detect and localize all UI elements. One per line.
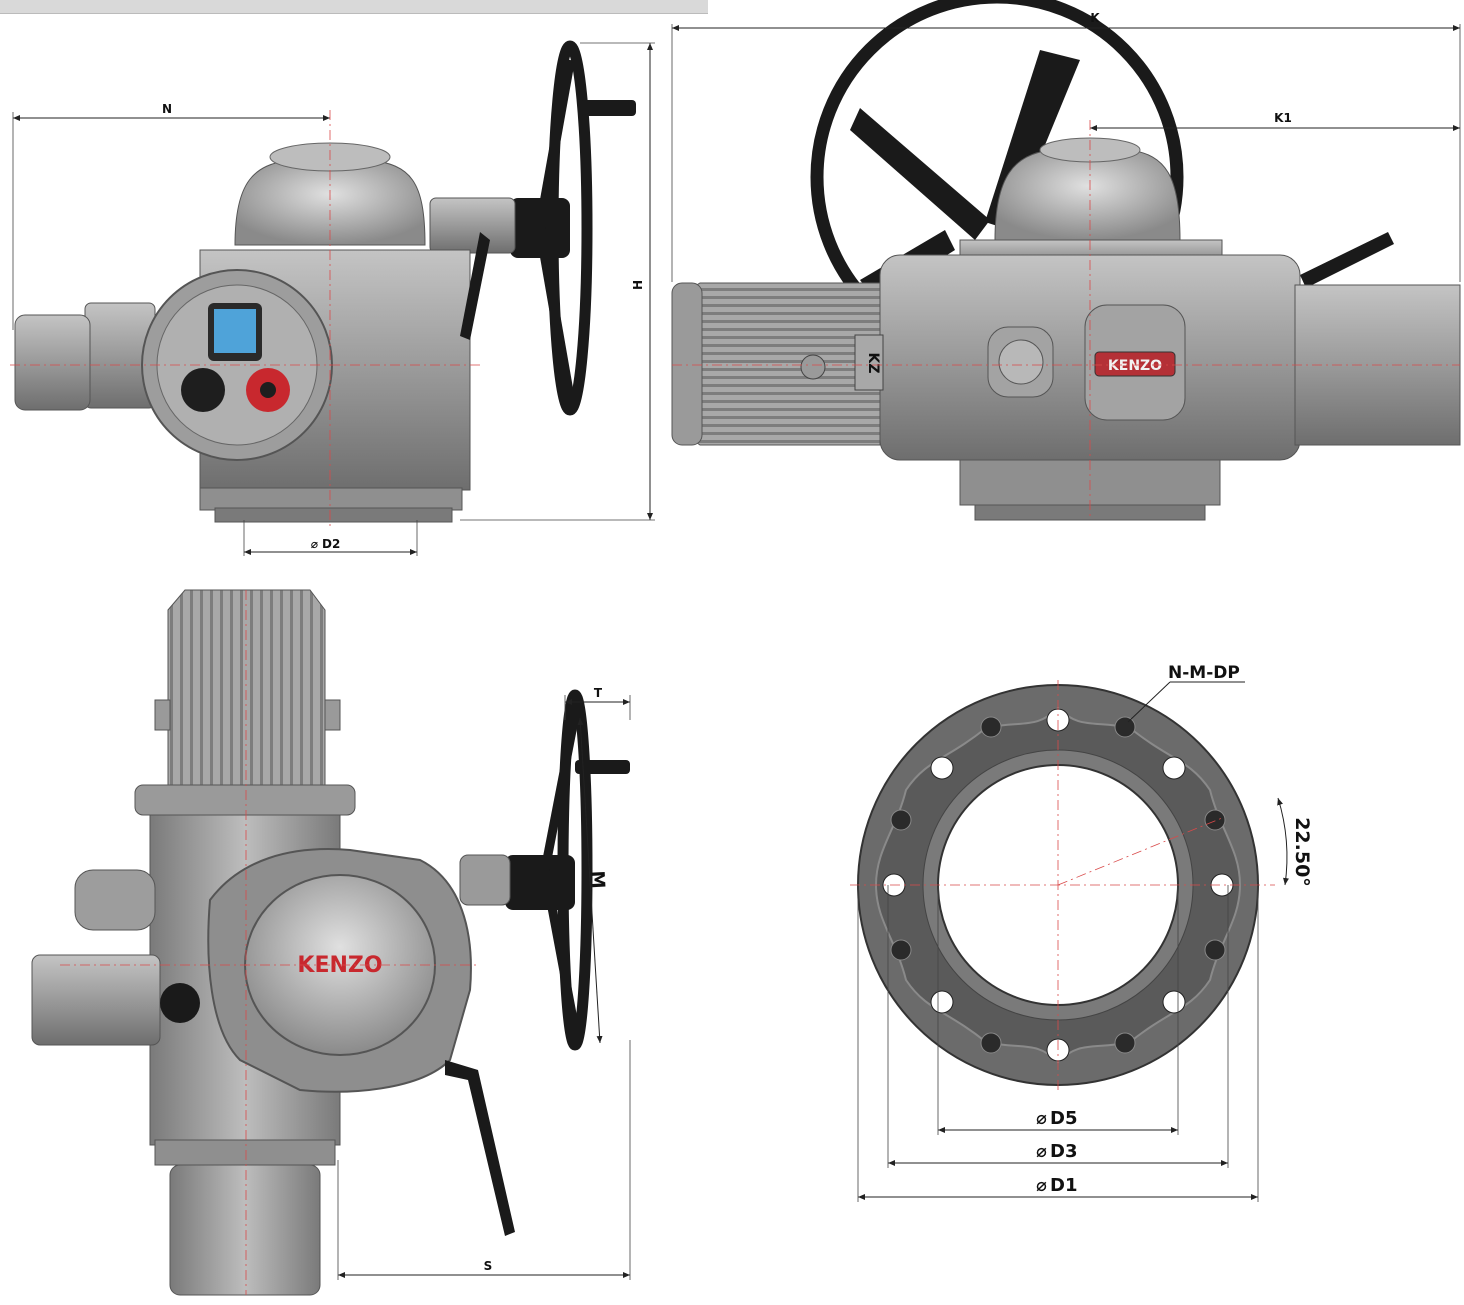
- dim-H: H: [631, 280, 645, 290]
- dim-D1-symbol: ⌀: [1036, 1175, 1047, 1196]
- dim-N: N: [162, 102, 172, 116]
- flange-angle: 22.50°: [1291, 817, 1313, 887]
- flange-bolt-holes: [882, 708, 1234, 1062]
- side-view: KZ KENZO K K1: [671, 0, 1461, 521]
- dim-D3-symbol: ⌀: [1036, 1141, 1047, 1162]
- side-brand-plate: KENZO: [1108, 358, 1162, 374]
- dim-M: M: [587, 870, 609, 889]
- flange-view: N-M-DP 22.50° ⌀ D5 ⌀ D3 ⌀ D1: [850, 663, 1313, 1202]
- top-caption-strip: [0, 0, 708, 14]
- dim-D5-symbol: ⌀: [1036, 1108, 1047, 1129]
- dim-D2: D2: [322, 537, 340, 551]
- dim-D2-symbol: ⌀: [311, 537, 318, 551]
- front-handwheel: [510, 40, 636, 416]
- front-view: N H ⌀ D2: [10, 40, 655, 556]
- dim-D5: D5: [1050, 1108, 1077, 1129]
- dim-T: T: [594, 686, 603, 700]
- dim-D1: D1: [1050, 1175, 1077, 1196]
- dim-S: S: [484, 1259, 493, 1273]
- flange-holes-label: N-M-DP: [1168, 663, 1240, 683]
- dim-K: K: [1090, 11, 1100, 25]
- plan-view: KENZO T M S: [31, 589, 631, 1296]
- dim-D3: D3: [1050, 1141, 1077, 1162]
- dim-K1: K1: [1274, 111, 1292, 125]
- side-emblem: KZ: [865, 353, 881, 374]
- plan-brand: KENZO: [297, 953, 382, 978]
